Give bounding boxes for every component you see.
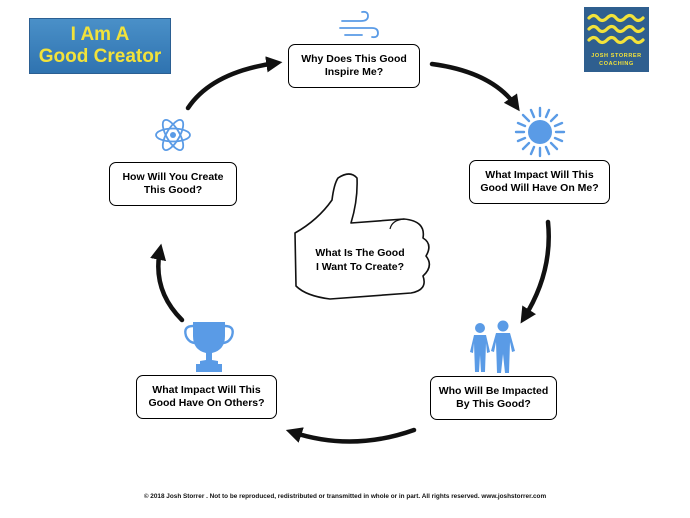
node-label-line-1: Who Will Be Impacted (438, 385, 549, 397)
sun-icon (514, 106, 566, 158)
node-label-line-2: By This Good? (456, 398, 531, 410)
title-line-2: Good Creator (38, 46, 162, 67)
cycle-arrow-1 (185, 56, 283, 111)
wave-icon (587, 13, 645, 45)
title-line-1: I Am A (70, 24, 130, 45)
node-why-inspire: Why Does This Good Inspire Me? (288, 44, 420, 88)
center-line-2: I Want To Create? (315, 261, 405, 273)
center-question: What Is The Good I Want To Create? (308, 246, 412, 274)
logo-line-2: COACHING (599, 61, 634, 67)
node-impact-on-me: What Impact Will This Good Will Have On … (469, 160, 610, 204)
atom-icon (155, 119, 191, 151)
trophy-icon (184, 322, 234, 372)
node-label-line-1: What Impact Will This (485, 169, 594, 181)
node-label-line-1: Why Does This Good (301, 53, 407, 65)
people-icon (470, 320, 515, 373)
node-label-line-2: Good Will Have On Me? (480, 182, 599, 194)
logo-line-1: JOSH STORRER (591, 53, 642, 59)
node-label-line-2: This Good? (143, 184, 203, 196)
title-badge: I Am A Good Creator (29, 18, 171, 74)
node-label-line-1: What Impact Will This (152, 384, 261, 396)
cycle-arrow-2 (429, 61, 520, 112)
cycle-arrow-3 (520, 219, 551, 324)
node-impact-on-others: What Impact Will This Good Have On Other… (136, 375, 277, 419)
josh-storrer-coaching-logo: JOSH STORRER COACHING (584, 7, 649, 72)
node-label-line-2: Good Have On Others? (148, 397, 265, 409)
node-who-impacted: Who Will Be Impacted By This Good? (430, 376, 557, 420)
thumbs-up-icon (294, 173, 431, 300)
node-how-create: How Will You Create This Good? (109, 162, 237, 206)
center-line-1: What Is The Good (315, 247, 405, 259)
node-label-line-2: Inspire Me? (324, 66, 384, 78)
copyright-footer: © 2018 Josh Storrer . Not to be reproduc… (143, 493, 547, 500)
cycle-arrow-4 (285, 427, 417, 444)
node-label-line-1: How Will You Create (122, 171, 224, 183)
wind-icon (339, 10, 379, 39)
cycle-arrow-5 (150, 243, 185, 323)
